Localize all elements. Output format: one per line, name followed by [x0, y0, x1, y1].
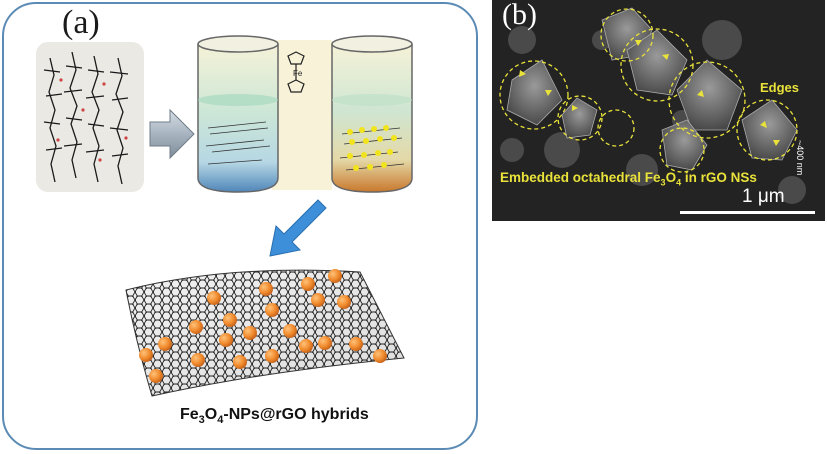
panel-a-illustration: Fe [36, 35, 413, 397]
scale-bar-label: 1 μm [742, 186, 785, 207]
reaction-background [272, 40, 332, 190]
fe3o4-nanoparticles [139, 269, 387, 383]
size-label: ~400 nm [795, 140, 805, 176]
sem-micrograph [492, 0, 825, 221]
panel-b-label: (b) [502, 0, 537, 31]
edges-label: Edges [760, 80, 800, 95]
process-arrow-1 [149, 108, 195, 160]
beaker-go-solution [197, 35, 279, 193]
panel-a-label: (a) [62, 4, 100, 41]
sem-caption: Embedded octahedral Fe3O4 in rGO NSs [500, 170, 757, 188]
ferrocene-molecule: Fe [287, 51, 305, 93]
hybrid-label: Fe3O4-NPs@rGO hybrids [180, 406, 369, 427]
blue-arrow [269, 199, 327, 257]
svg-text:Fe: Fe [293, 69, 303, 78]
sem-image [492, 0, 825, 221]
beaker-fe3o4-rgo [331, 35, 413, 193]
graphene-oxide-structure [36, 42, 144, 192]
